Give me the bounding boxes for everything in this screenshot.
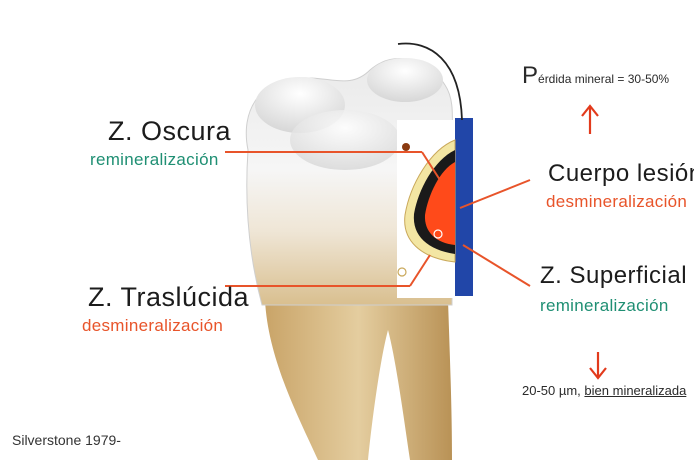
cusp-middle xyxy=(290,110,400,170)
leader-superficial xyxy=(463,245,530,286)
superficial-note: 20-50 µm, bien mineralizada xyxy=(522,383,686,398)
label-traslucida-sub: desmineralización xyxy=(82,316,223,336)
superficial-note-prefix: 20-50 µm, xyxy=(522,383,581,398)
label-superficial-title: Z. Superficial xyxy=(540,262,687,290)
marker-dot-dark xyxy=(402,143,410,151)
label-oscura-title: Z. Oscura xyxy=(108,116,231,147)
cusp-right xyxy=(367,58,443,102)
label-superficial-sub: remineralización xyxy=(540,296,669,316)
label-cuerpo-sub: desmineralización xyxy=(546,192,687,212)
arrow-up-icon xyxy=(582,106,598,134)
tooth-roots xyxy=(265,300,452,460)
label-oscura-sub: remineralización xyxy=(90,150,219,170)
citation: Silverstone 1979- xyxy=(12,432,121,448)
perdida-text: érdida mineral = 30-50% xyxy=(538,72,669,86)
label-cuerpo-title: Cuerpo lesión xyxy=(548,160,694,188)
superficial-note-underlined: bien mineralizada xyxy=(584,383,686,398)
perdida-big-letter: P xyxy=(522,62,538,89)
label-traslucida-title: Z. Traslúcida xyxy=(88,282,249,313)
perdida-note: Pérdida mineral = 30-50% xyxy=(522,62,669,90)
arrow-down-icon xyxy=(590,352,606,378)
